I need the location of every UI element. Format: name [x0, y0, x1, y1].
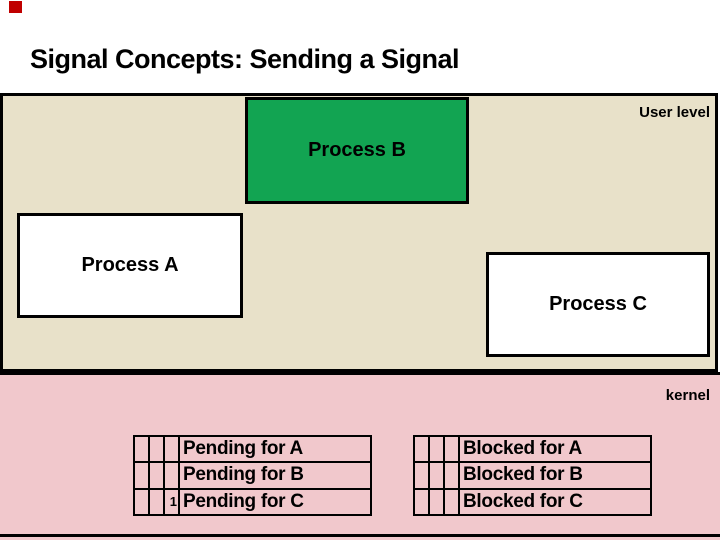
pending-row-label: Pending for A — [183, 438, 303, 460]
table-row: 1 Pending for C — [135, 487, 370, 514]
process-c-label: Process C — [549, 293, 647, 315]
table-row: Blocked for C — [415, 487, 650, 514]
process-a-label: Process A — [81, 254, 179, 276]
process-b-box: Process B — [245, 97, 469, 204]
pending-row-label: Pending for B — [183, 464, 304, 486]
kernel-region — [0, 372, 720, 540]
signal-bit-cell — [415, 463, 430, 488]
signal-bit-cell — [150, 489, 165, 514]
blocked-row-label: Blocked for B — [463, 464, 583, 486]
signal-count-cell: 1 — [165, 489, 180, 514]
pending-row-label: Pending for C — [183, 490, 304, 512]
user-level-label: User level — [639, 104, 710, 121]
blocked-row-label: Blocked for C — [463, 490, 583, 512]
signal-bit-cell — [445, 437, 460, 462]
signal-bit-cell — [445, 463, 460, 488]
process-c-box: Process C — [486, 252, 710, 357]
signal-bit-cell — [135, 437, 150, 462]
pending-signals-table: Pending for A Pending for B 1 Pending fo… — [133, 435, 372, 516]
process-b-label: Process B — [308, 139, 406, 161]
signal-bit-cell — [430, 489, 445, 514]
kernel-label: kernel — [665, 387, 710, 404]
table-row: Blocked for A — [415, 437, 650, 462]
signal-bit-cell — [415, 437, 430, 462]
kernel-bottom-border — [0, 534, 720, 537]
signal-bit-cell — [445, 489, 460, 514]
signal-bit-cell — [165, 437, 180, 462]
signal-bit-cell — [415, 489, 430, 514]
signal-bit-cell — [135, 489, 150, 514]
blocked-row-label: Blocked for A — [463, 438, 582, 460]
blocked-signals-table: Blocked for A Blocked for B Blocked for … — [413, 435, 652, 516]
signal-bit-cell — [430, 463, 445, 488]
red-square-marker-icon — [9, 1, 22, 13]
signal-bit-cell — [135, 463, 150, 488]
table-row: Pending for A — [135, 437, 370, 462]
table-row: Pending for B — [135, 461, 370, 488]
signal-bit-cell — [150, 463, 165, 488]
process-a-box: Process A — [17, 213, 243, 318]
table-row: Blocked for B — [415, 461, 650, 488]
signal-bit-cell — [165, 463, 180, 488]
signal-bit-cell — [430, 437, 445, 462]
signal-bit-cell — [150, 437, 165, 462]
slide-title: Signal Concepts: Sending a Signal — [30, 44, 460, 74]
